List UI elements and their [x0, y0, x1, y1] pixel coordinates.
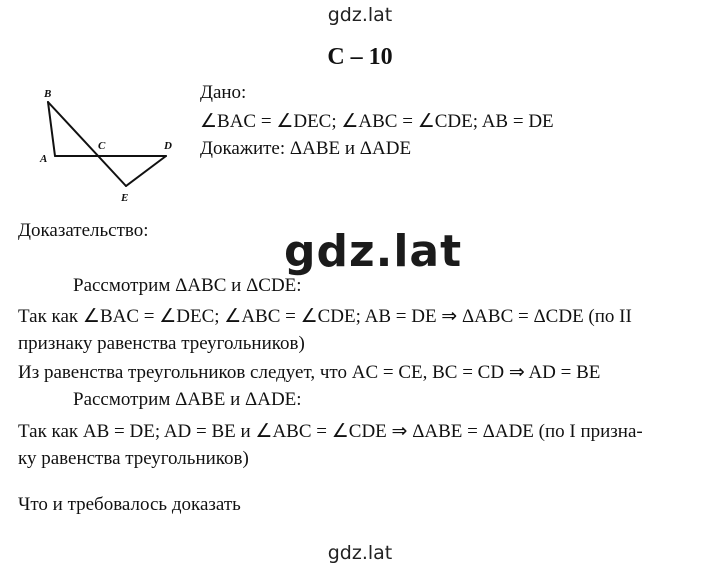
segment-be [47, 101, 127, 187]
page-title: С – 10 [327, 44, 393, 70]
proof-line-4: Из равенства треугольников следует, что … [18, 362, 601, 383]
proof-heading: Доказательство: [18, 220, 149, 241]
proof-line-2: Так как ∠BAC = ∠DEC; ∠ABC = ∠CDE; AB = D… [18, 306, 632, 327]
geometry-figure: B A C D E [39, 88, 172, 204]
given-prove: Докажите: ΔABE и ΔADE [200, 138, 412, 159]
label-a: A [39, 153, 47, 165]
proof-line-5: Рассмотрим ΔABE и ΔADE: [73, 389, 302, 410]
proof-line-3: признаку равенства треугольников) [18, 333, 305, 354]
given-conditions: ∠BAC = ∠DEC; ∠ABC = ∠CDE; AB = DE [200, 111, 554, 132]
watermark-top: gdz.lat [327, 4, 393, 26]
label-b: B [43, 88, 51, 100]
label-c: C [98, 140, 106, 152]
label-d: D [163, 140, 172, 152]
watermark-middle: gdz.lat [284, 226, 463, 277]
proof-conclusion: Что и требовалось доказать [18, 494, 241, 515]
proof-line-1: Рассмотрим ΔABC и ΔCDE: [73, 275, 302, 296]
segment-ba [47, 101, 56, 157]
proof-line-6: Так как AB = DE; AD = BE и ∠ABC = ∠CDE ⇒… [18, 421, 643, 442]
given-heading: Дано: [200, 82, 247, 103]
watermark-bottom: gdz.lat [327, 542, 393, 564]
label-e: E [120, 192, 128, 204]
proof-line-7: ку равенства треугольников) [18, 448, 249, 469]
segment-ed [125, 155, 167, 187]
